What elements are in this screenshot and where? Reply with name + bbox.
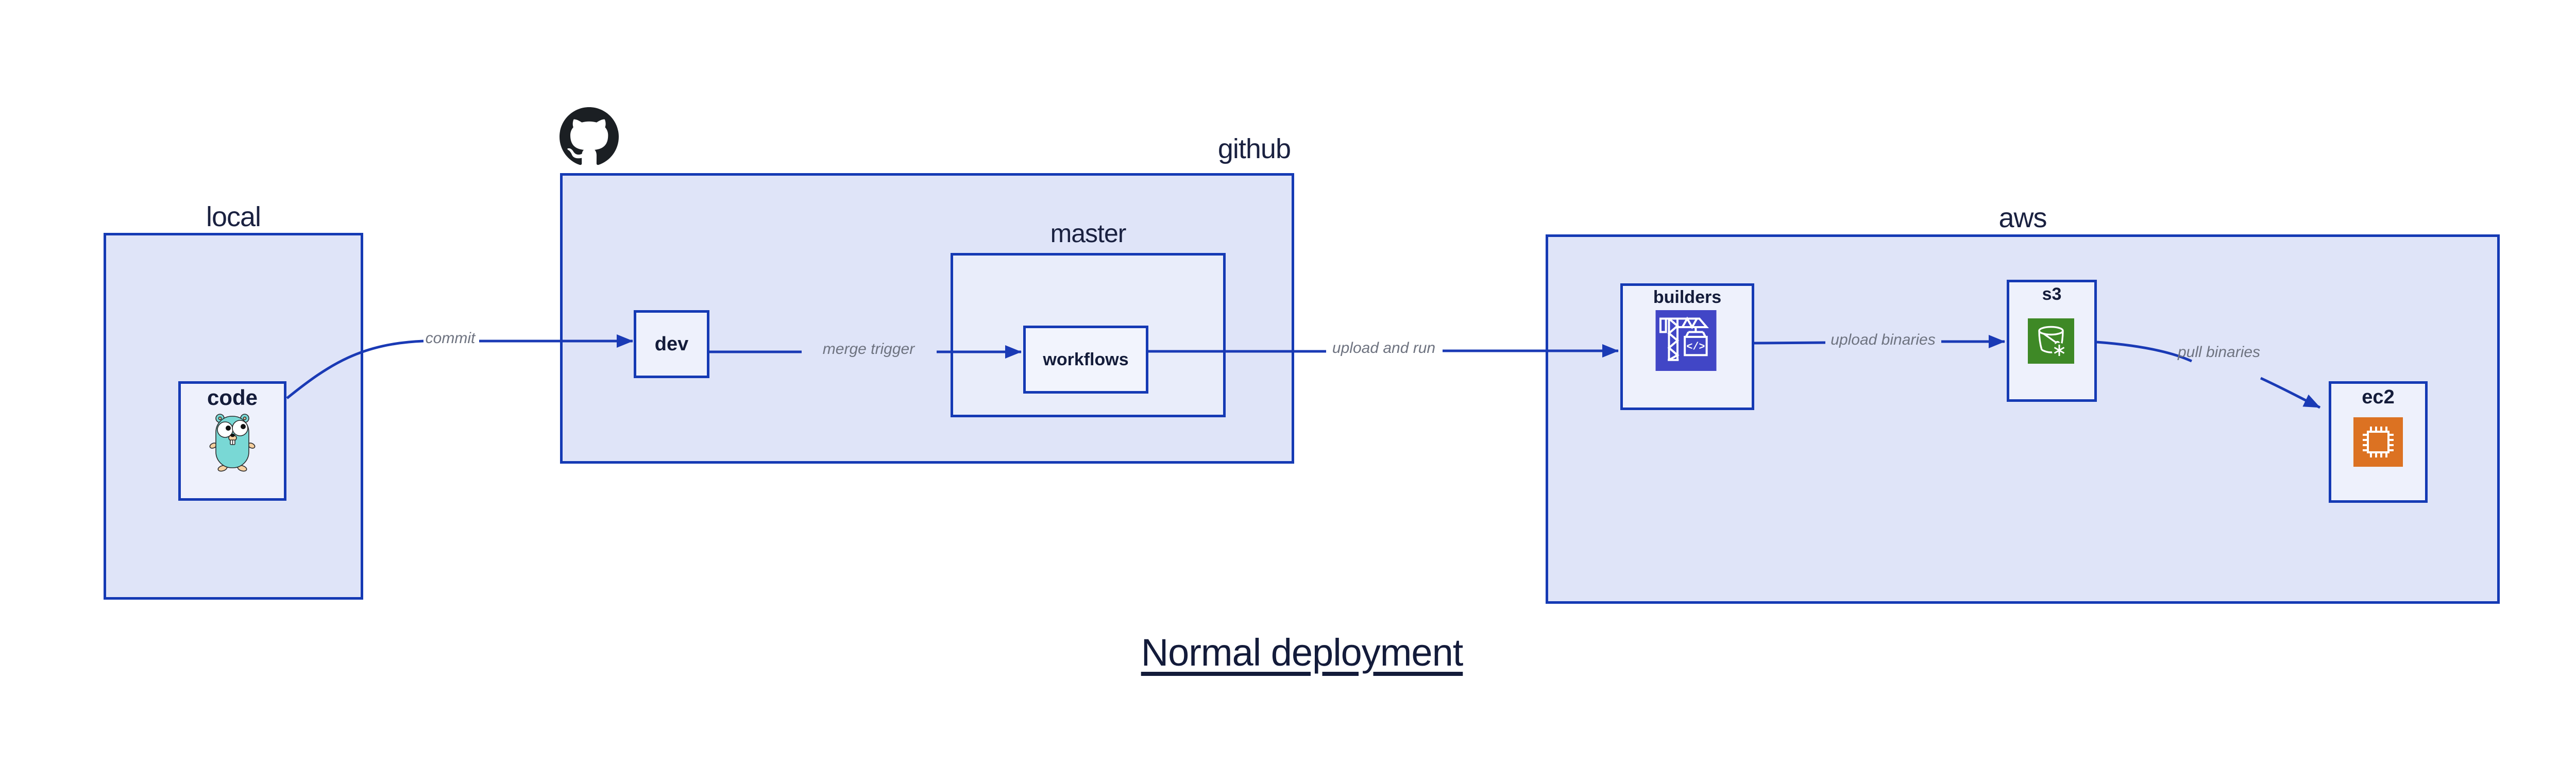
edge-pull-binaries-line-a [2096,341,2193,363]
node-label-workflows: workflows [1043,350,1129,369]
node-label-ec2: ec2 [2362,386,2395,408]
node-label-dev: dev [654,333,689,355]
edge-commit-line-a [286,339,424,399]
codebuild-code-glyph: </> [1686,342,1705,353]
group-label-aws: aws [1998,202,2047,233]
node-label-code: code [207,385,258,410]
go-gopher-icon [209,414,256,472]
ec2-chip-icon [2353,417,2403,467]
node-label-builders: builders [1653,287,1722,307]
node-dev-box [634,310,709,378]
group-label-master: master [1050,219,1127,248]
edge-label-upload-and-run: upload and run [1332,339,1436,356]
node-label-s3: s3 [2042,284,2062,304]
edge-label-commit: commit [425,330,476,347]
node-workflows-box [1023,326,1148,394]
edge-label-merge-trigger: merge trigger [822,341,915,358]
group-label-github: github [1217,133,1291,164]
node-builders-box [1620,283,1754,410]
diagram-title: Normal deployment [1141,631,1464,674]
edge-label-upload-binaries: upload binaries [1831,331,1936,348]
s3-bucket-icon [2028,318,2074,364]
group-label-local: local [206,201,261,232]
codebuild-crane-icon: </> [1655,310,1717,371]
edge-label-pull-binaries: pull binaries [2177,344,2261,361]
edge-pull-binaries-line-b [2260,377,2321,409]
github-logo-icon [560,107,619,165]
